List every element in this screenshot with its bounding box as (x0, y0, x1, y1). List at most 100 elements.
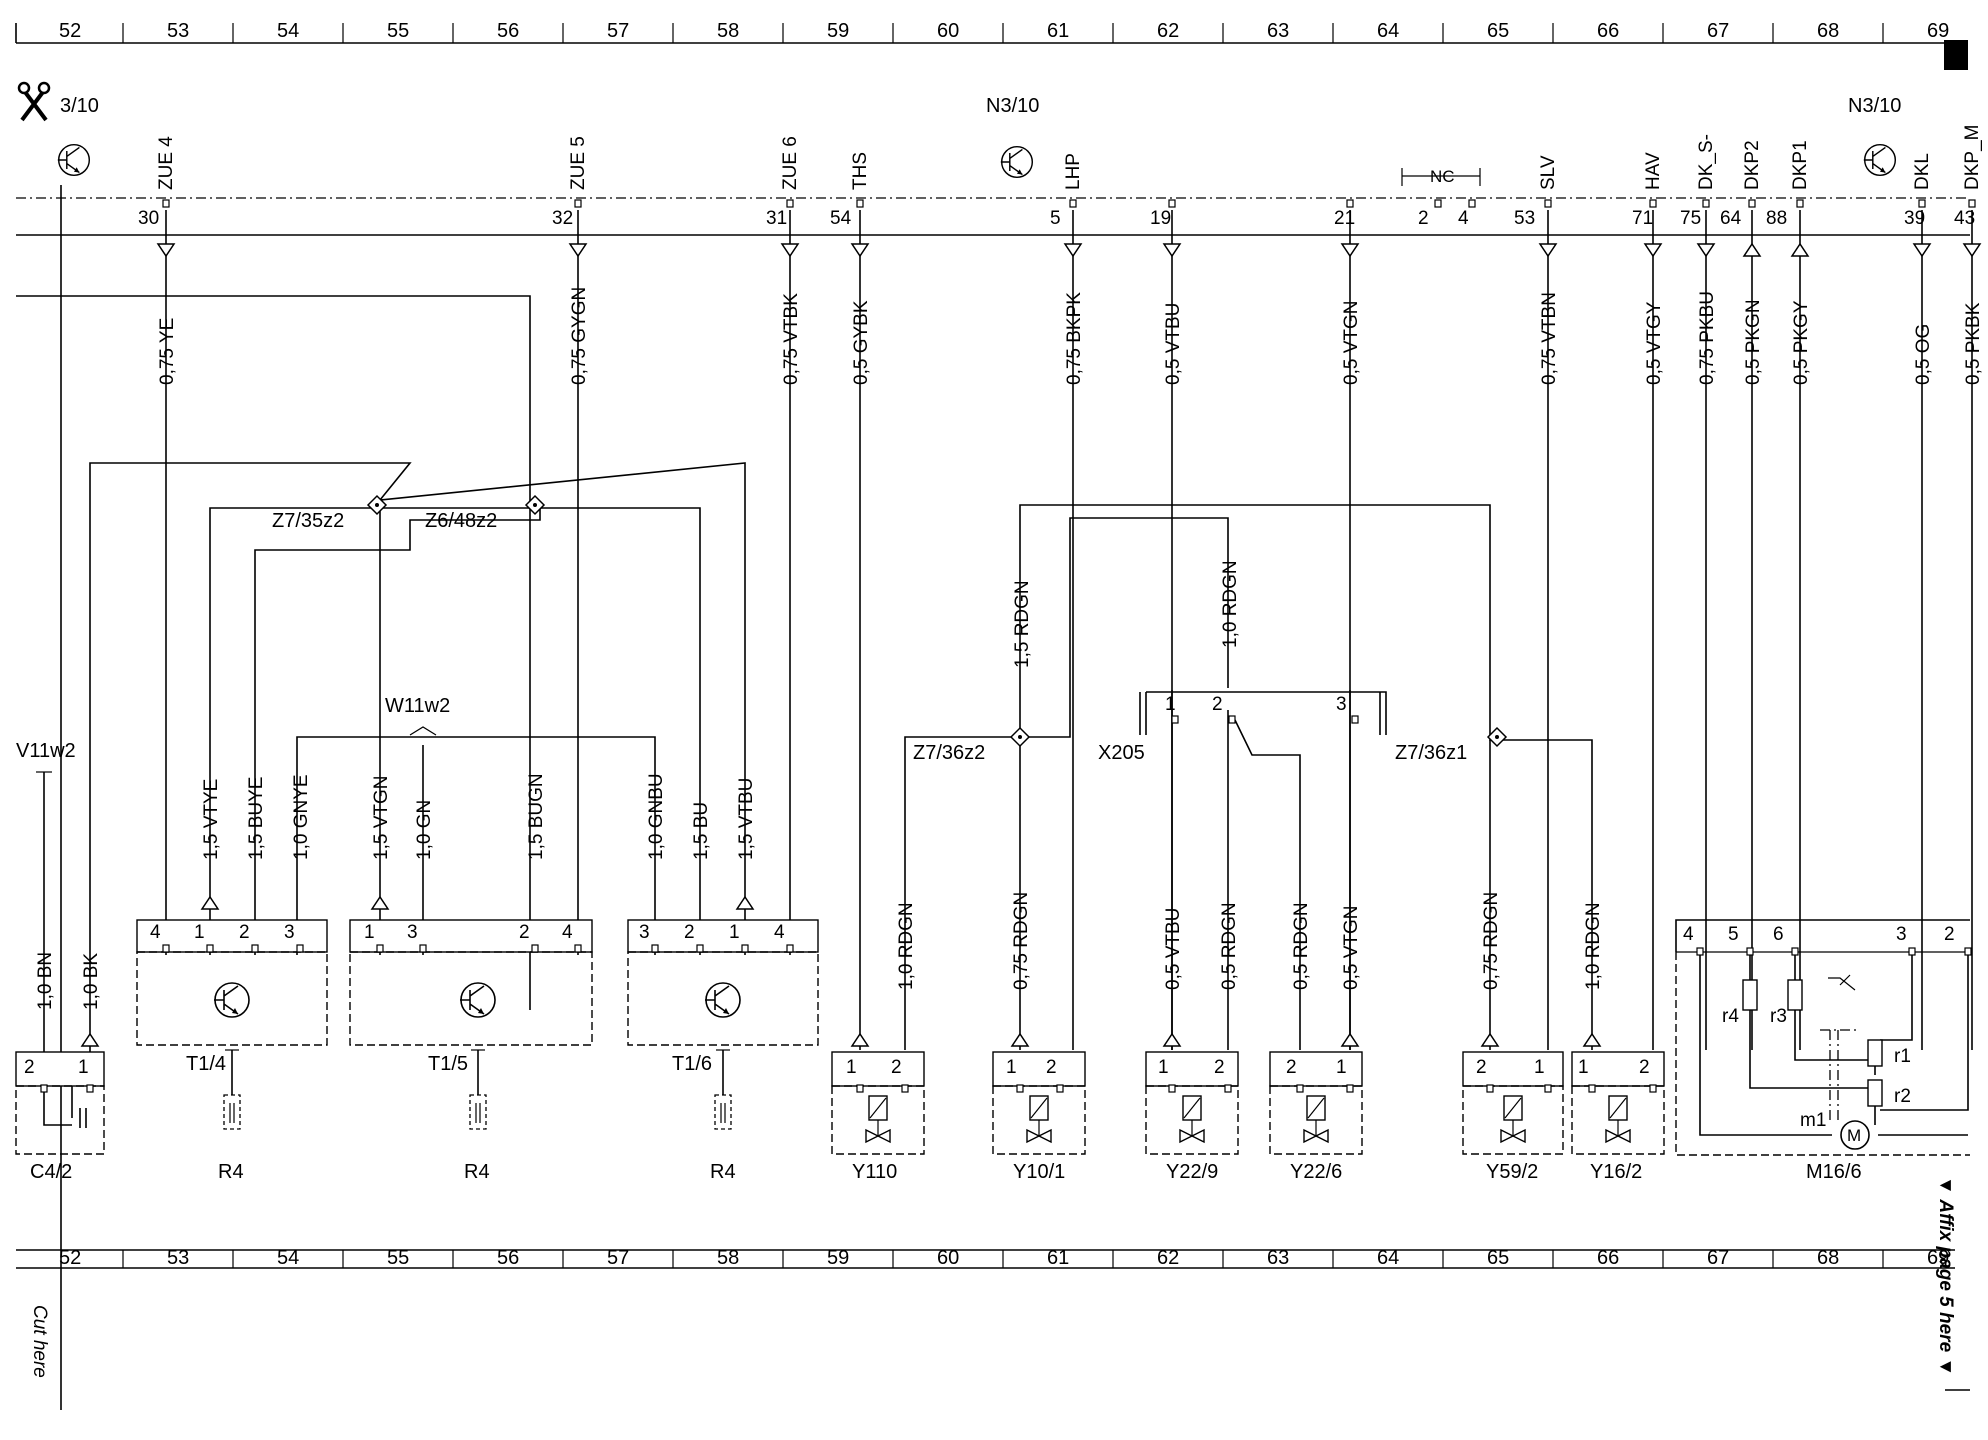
pin-number: 39 (1904, 208, 1925, 229)
m166-motor-symbol: M (1847, 1126, 1861, 1145)
pin-t16: 3 (639, 922, 650, 943)
wire-label: 0,5 VTBU (1163, 908, 1184, 990)
grid-number: 68 (1817, 20, 1839, 42)
grid-number: 67 (1707, 20, 1729, 42)
grid-number: 64 (1377, 1247, 1399, 1269)
pin-number: 88 (1766, 208, 1787, 229)
wire-label: 1,5 BUGN (526, 773, 547, 860)
pin-number: 64 (1720, 208, 1742, 229)
pin-number: 53 (1514, 208, 1535, 229)
valve-pin: 1 (1534, 1057, 1545, 1078)
transistor-icon (1863, 143, 1897, 177)
valve-pin: 2 (891, 1057, 902, 1078)
grid-number: 62 (1157, 1247, 1179, 1269)
wire-label: 1,5 VTBU (736, 778, 757, 860)
pin-number: 2 (1418, 208, 1429, 229)
grid-number: 60 (937, 20, 959, 42)
left-wiring (16, 295, 746, 1065)
wire-label: 0,5 RDGN (1291, 902, 1312, 990)
signal-label: ZUE 4 (156, 136, 177, 190)
pin-number: 21 (1334, 208, 1355, 229)
splice-z648z2 (525, 495, 545, 515)
grid-number: 59 (827, 1247, 849, 1269)
grid-number: 63 (1267, 20, 1289, 42)
signal-label: ZUE 6 (780, 136, 801, 190)
pin-t16: 4 (774, 922, 785, 943)
valve-pin: 2 (1046, 1057, 1057, 1078)
valve-pin: 1 (1158, 1057, 1169, 1078)
shield-label-v11w2: V11w2 (16, 740, 76, 762)
pin-t15: 2 (519, 922, 530, 943)
x205-pin-3: 3 (1336, 694, 1347, 715)
splice-label-z736z2: Z7/36z2 (913, 742, 985, 764)
transistor-icon (57, 143, 91, 177)
component-label: R4 (710, 1161, 736, 1183)
component-label: Y22/6 (1290, 1161, 1342, 1183)
wire-label: 1,5 VTGN (371, 776, 392, 860)
page-marker (1944, 40, 1968, 70)
wire-label: 0,75 RDGN (1011, 892, 1032, 990)
wire-label: 0,75 BKPK (1064, 292, 1085, 385)
ecu-header: 3/10 N3/10 N3/10 NC (16, 81, 1970, 1410)
pin-t14: 4 (150, 922, 161, 943)
wire-mid-10rdgn: 1,0 RDGN (1220, 560, 1241, 648)
grid-number: 60 (937, 1247, 959, 1269)
component-label: Y110 (852, 1161, 897, 1183)
valve-pin: 2 (1214, 1057, 1225, 1078)
signal-label: DK_S- (1696, 134, 1717, 190)
m166-m1: m1 (1800, 1110, 1826, 1131)
grid-number: 52 (59, 1247, 81, 1269)
wire-label: 0,75 GYGN (569, 287, 590, 385)
valve-pin: 1 (846, 1057, 857, 1078)
x205-pin-2: 2 (1212, 694, 1223, 715)
pin-t14: 1 (194, 922, 205, 943)
valve-wiring (904, 504, 1593, 1050)
grid-number: 52 (59, 20, 81, 42)
grid-number: 61 (1047, 1247, 1069, 1269)
pin-number: 43 (1954, 208, 1975, 229)
grid-number: 59 (827, 20, 849, 42)
wire-c42-bk: 1,0 BK (81, 953, 102, 1010)
grid-number: 57 (607, 20, 629, 42)
nc-label: NC (1430, 167, 1455, 186)
grid-number: 69 (1927, 1247, 1949, 1269)
pin-c42-2: 2 (24, 1057, 35, 1078)
m166-pin-5: 5 (1728, 924, 1739, 945)
wire-label: 0,5 OG (1913, 324, 1934, 385)
grid-number: 54 (277, 20, 299, 42)
signal-label: DKP1 (1790, 140, 1811, 190)
transistor-icon (1000, 145, 1034, 179)
grid-number: 66 (1597, 1247, 1619, 1269)
wire-c42-bn: 1,0 BN (35, 952, 56, 1010)
component-label: T1/4 (186, 1053, 226, 1075)
valve-pin: 2 (1476, 1057, 1487, 1078)
grid-number: 67 (1707, 1247, 1729, 1269)
grid-number: 64 (1377, 20, 1399, 42)
pin-number: 19 (1150, 208, 1171, 229)
wire-label: 0,5 VTGY (1644, 301, 1665, 385)
component-label: C4/2 (30, 1161, 72, 1183)
affix-page-note: ▼ Affix page 5 here ▼ (1935, 1176, 1956, 1376)
wire-label: 1,0 GN (414, 800, 435, 860)
grid-number: 53 (167, 20, 189, 42)
pin-c42-1: 1 (78, 1057, 89, 1078)
pin-t15: 4 (562, 922, 573, 943)
signal-label: DKP_M (1962, 125, 1983, 190)
module-t16 (627, 919, 819, 1130)
signal-label: DKP2 (1742, 140, 1763, 190)
pin-number: 75 (1680, 208, 1701, 229)
grid-number: 56 (497, 1247, 519, 1269)
m166-pin-6: 6 (1773, 924, 1784, 945)
grid-number: 57 (607, 1247, 629, 1269)
actuator-m166: M r4 r3 r1 r2 m1 4 5 6 3 2 (1675, 919, 1972, 1156)
wire-label: 0,5 PKBK (1963, 302, 1984, 385)
